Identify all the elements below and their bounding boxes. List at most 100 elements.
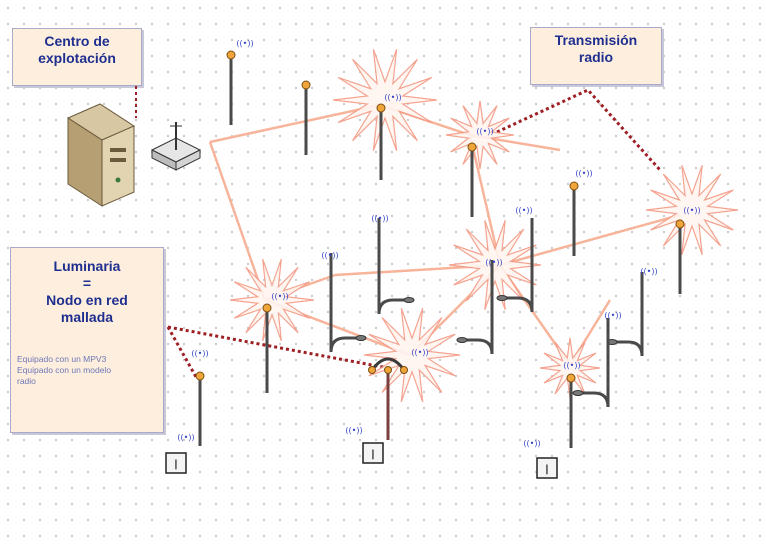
- meters: | | |: [165, 442, 558, 479]
- radio-label-line2: radio: [578, 49, 614, 65]
- pole-9-lamp: [566, 373, 576, 383]
- server-icon: [66, 103, 136, 207]
- radio-link-2: [208, 141, 267, 301]
- luminaria-label-line3: Nodo en red: [46, 292, 128, 308]
- burst-2: [445, 100, 515, 170]
- pole-4: [467, 142, 477, 217]
- pole-12-post: [502, 218, 534, 313]
- pole-2: [301, 80, 311, 155]
- centro-label-line1: Centro de: [44, 33, 110, 49]
- centro-explotacion-box: Centro de explotación: [12, 28, 142, 86]
- pole-2-lamp: [301, 80, 311, 90]
- radio-signal-icon-18: ((•)): [523, 439, 540, 448]
- radio-signal-icon-5: ((•)): [683, 206, 700, 215]
- pole-double-arm: [370, 357, 406, 371]
- luminaria-note-line3: radio: [17, 376, 36, 386]
- pole-6-lamp: [675, 219, 685, 229]
- pole-3: [376, 103, 386, 180]
- burst-3: [645, 164, 739, 256]
- meter-2-label: |: [371, 449, 375, 460]
- meter-2-box: [362, 442, 384, 464]
- radio-label-line1: Transmisión: [554, 32, 638, 48]
- burst-1: [332, 49, 438, 151]
- centro-label-line2: explotación: [38, 50, 116, 66]
- radio-bursts: [229, 49, 739, 403]
- pole-7-lamp: [262, 303, 272, 313]
- radio-signal-icon-15: ((•)): [563, 361, 580, 370]
- pole-10: [377, 218, 415, 315]
- pole-10-head: [403, 297, 415, 303]
- radio-link-5: [499, 213, 681, 267]
- pole-15-post: [578, 318, 610, 408]
- radio-signal-icon-10: ((•)): [640, 267, 657, 276]
- dotted-links: [135, 86, 662, 378]
- radio-signal-icon-17: ((•)): [345, 426, 362, 435]
- radio-icons: ((•)) ((•)) ((•)) ((•)) ((•)) ((•)) ((•)) ((•))…: [177, 39, 700, 448]
- dotted-link-luminaria: [167, 325, 389, 370]
- pole-double-lamp-2: [384, 366, 392, 374]
- pole-14-post: [612, 272, 644, 357]
- pole-12: [496, 218, 534, 313]
- pole-11-post: [329, 253, 361, 353]
- radio-signal-icon-8: ((•)): [321, 251, 338, 260]
- meter-icon-1: |: [165, 452, 187, 474]
- pole-10-post: [377, 218, 409, 315]
- pole-5-lamp: [569, 181, 579, 191]
- radio-signal-icon-6: ((•)): [371, 214, 388, 223]
- pole-13: [456, 260, 494, 355]
- transmision-radio-box: Transmisión radio: [530, 27, 662, 85]
- pole-double-lamp-3: [400, 366, 408, 374]
- router-icon: [150, 122, 202, 171]
- pole-8-lamp: [195, 371, 205, 381]
- radio-signal-icon-12: ((•)): [411, 348, 428, 357]
- burst-4: [448, 219, 542, 311]
- radio-signal-icon-13: ((•)): [604, 311, 621, 320]
- pole-13-head: [456, 337, 468, 343]
- luminaria-note-line1: Equipado con un MPV3: [17, 354, 107, 364]
- radio-link-4: [468, 134, 502, 266]
- luminaires: [195, 50, 685, 448]
- dotted-link-radio: [496, 88, 662, 172]
- luminaria-note-line2: Equipado con un modelo: [17, 365, 112, 375]
- meter-icon-3: |: [536, 457, 558, 479]
- pole-15-head: [572, 390, 584, 396]
- radio-signal-icon-11: ((•)): [271, 292, 288, 301]
- pole-15: [572, 318, 610, 408]
- radio-signal-icon-2: ((•)): [384, 93, 401, 102]
- luminaria-label-line4: mallada: [60, 309, 114, 325]
- burst-6: [363, 307, 461, 403]
- pole-double: [368, 357, 408, 440]
- radio-signal-icon-1: ((•)): [236, 39, 253, 48]
- radio-signal-icon-4: ((•)): [575, 169, 592, 178]
- pole-11: [329, 253, 367, 353]
- pole-3-lamp: [376, 103, 386, 113]
- luminaria-box: Luminaria = Nodo en red mallada Equipado…: [10, 247, 164, 433]
- pole-9: [566, 373, 576, 448]
- meter-1-box: [165, 452, 187, 474]
- meter-3-box: [536, 457, 558, 479]
- pole-4-lamp: [467, 142, 477, 152]
- radio-links: [208, 103, 681, 366]
- radio-link-1: [209, 103, 381, 144]
- radio-signal-icon-9: ((•)): [485, 258, 502, 267]
- radio-signal-icon-14: ((•)): [191, 349, 208, 358]
- pole-11-head: [355, 335, 367, 341]
- pole-12-head: [496, 295, 508, 301]
- pole-1-lamp: [226, 50, 236, 60]
- meter-3-label: |: [545, 464, 549, 475]
- pole-1: [226, 50, 236, 125]
- pole-7: [262, 303, 272, 393]
- radio-signal-icon-7: ((•)): [515, 206, 532, 215]
- burst-5: [229, 258, 315, 342]
- pole-5: [569, 181, 579, 256]
- pole-8: [195, 371, 205, 446]
- pole-double-lamp-1: [368, 366, 376, 374]
- luminaria-label-line1: Luminaria: [53, 258, 121, 274]
- luminaria-note: Equipado con un MPV3 Equipado con un mod…: [11, 354, 163, 387]
- meter-1-label: |: [174, 459, 178, 470]
- pole-13-post: [462, 260, 494, 355]
- pole-6: [675, 219, 685, 294]
- luminaria-label-line2: =: [82, 275, 92, 291]
- radio-signal-icon-16: ((•)): [177, 433, 194, 442]
